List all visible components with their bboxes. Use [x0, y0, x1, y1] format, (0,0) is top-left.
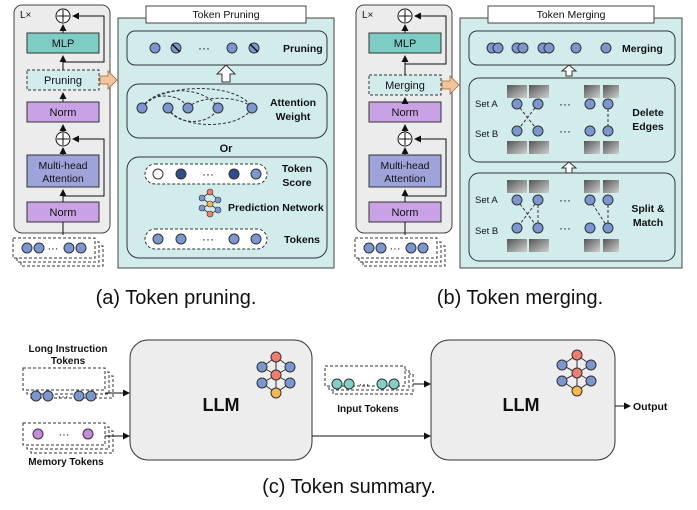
- merging-title-box: [487, 5, 655, 24]
- prediction-network-label: Prediction Network: [228, 202, 324, 214]
- token-score-label-1: Token: [282, 163, 312, 175]
- set-a-label-1: Set A: [475, 99, 498, 110]
- token-a-1: [21, 242, 33, 254]
- ellipsis-memory: ···: [59, 429, 70, 441]
- pruning-detail-panel: [117, 17, 335, 269]
- mlp-label-b: MLP: [394, 38, 417, 50]
- output-label: Output: [633, 401, 668, 413]
- pruning-title: Token Pruning: [192, 9, 259, 21]
- neural-network-icon: [198, 188, 222, 218]
- delete-edges-label-2: Edges: [632, 121, 664, 133]
- ellipsis-input: ···: [359, 379, 370, 391]
- or-label: Or: [220, 143, 234, 155]
- set-b-label-1: Set B: [475, 129, 498, 140]
- norm-label-2-a: Norm: [50, 207, 77, 219]
- prediction-group-box: [126, 156, 328, 259]
- pruning-result-label: Pruning: [283, 43, 323, 55]
- ellipsis-long: ···: [58, 391, 69, 403]
- input-tokens-a: [12, 237, 96, 259]
- tokens-box: [144, 228, 268, 250]
- mlp-label-a: MLP: [52, 38, 75, 50]
- ellipsis-prune: ···: [198, 41, 210, 55]
- input-tokens-b: [354, 237, 438, 259]
- pruning-title-box: [145, 5, 307, 24]
- merging-detail-panel: [459, 17, 683, 269]
- llm-label-2: LLM: [503, 395, 540, 415]
- set-a-label-2: Set A: [475, 195, 498, 206]
- memory-tokens: [22, 422, 106, 446]
- pruning-result-box: [126, 30, 328, 66]
- norm-label-2-b: Norm: [392, 207, 419, 219]
- ellipsis-b: ···: [390, 243, 401, 255]
- tokens-label: Tokens: [284, 234, 320, 246]
- llm-network-icon-1: [256, 351, 296, 399]
- attention-label-1: Attention: [270, 97, 316, 109]
- split-match-box: [468, 172, 676, 262]
- norm-label-1-b: Norm: [392, 107, 419, 119]
- ellipsis-del-b: ···: [559, 124, 571, 138]
- token-score-box: [144, 163, 268, 185]
- mha-label-2-b: Attention: [384, 173, 426, 185]
- ellipsis-tokens: ···: [202, 232, 214, 246]
- set-b-label-2: Set B: [475, 226, 498, 237]
- token-a-3: [63, 242, 75, 254]
- caption-b: (b) Token merging.: [437, 287, 603, 309]
- caption-a: (a) Token pruning.: [96, 287, 257, 309]
- merging-title: Token Merging: [537, 9, 606, 21]
- delete-edges-label-1: Delete: [632, 107, 664, 119]
- token-a-2: [33, 242, 45, 254]
- ellipsis-del-a: ···: [559, 97, 571, 111]
- llm-network-icon-2: [556, 349, 597, 397]
- token-score-label-2: Score: [282, 177, 311, 189]
- attention-label-2: Weight: [276, 111, 311, 123]
- memory-tokens-label: Memory Tokens: [28, 457, 104, 468]
- pruning-label-a: Pruning: [44, 75, 82, 87]
- long-instruction-tokens: [22, 367, 106, 391]
- expand-arrow-a: [99, 70, 118, 90]
- ellipsis-split-b: ···: [559, 221, 571, 235]
- split-match-label-2: Match: [633, 217, 663, 229]
- input-tokens-label: Input Tokens: [337, 404, 399, 415]
- repeat-label-b: L×: [362, 10, 374, 21]
- ellipsis-score: ···: [202, 167, 214, 181]
- split-match-label-1: Split &: [631, 203, 665, 215]
- merging-result-label: Merging: [622, 43, 663, 55]
- mha-block-a: [26, 154, 100, 188]
- long-instruction-label-1: Long Instruction: [29, 344, 108, 355]
- llm-label-1: LLM: [203, 395, 240, 415]
- panel-b: L× MLP Merging Norm Multi-head Attention…: [354, 4, 683, 309]
- ellipsis-split-a: ···: [559, 193, 571, 207]
- mha-block-b: [368, 154, 442, 188]
- delete-edges-box: [468, 77, 676, 163]
- attention-weight-box: [126, 83, 328, 139]
- ellipsis-a: ···: [48, 243, 59, 255]
- panel-c: Long Instruction Tokens ··· ··· Memory T…: [22, 339, 668, 498]
- mha-label-2-a: Attention: [42, 173, 84, 185]
- llm-box-2: [430, 339, 616, 461]
- norm-label-1-a: Norm: [50, 107, 77, 119]
- token-a-4: [75, 242, 87, 254]
- mha-label-1-a: Multi-head: [38, 160, 87, 172]
- merging-result-box: [468, 30, 676, 66]
- merging-label-b: Merging: [385, 80, 425, 92]
- panel-a: L× MLP Pruning Norm Multi-head Attention…: [12, 4, 335, 309]
- long-instruction-label-2: Tokens: [51, 356, 86, 367]
- expand-arrow-b: [441, 75, 460, 95]
- caption-c: (c) Token summary.: [262, 476, 436, 498]
- mha-label-1-b: Multi-head: [380, 160, 429, 172]
- repeat-label-a: L×: [20, 10, 32, 21]
